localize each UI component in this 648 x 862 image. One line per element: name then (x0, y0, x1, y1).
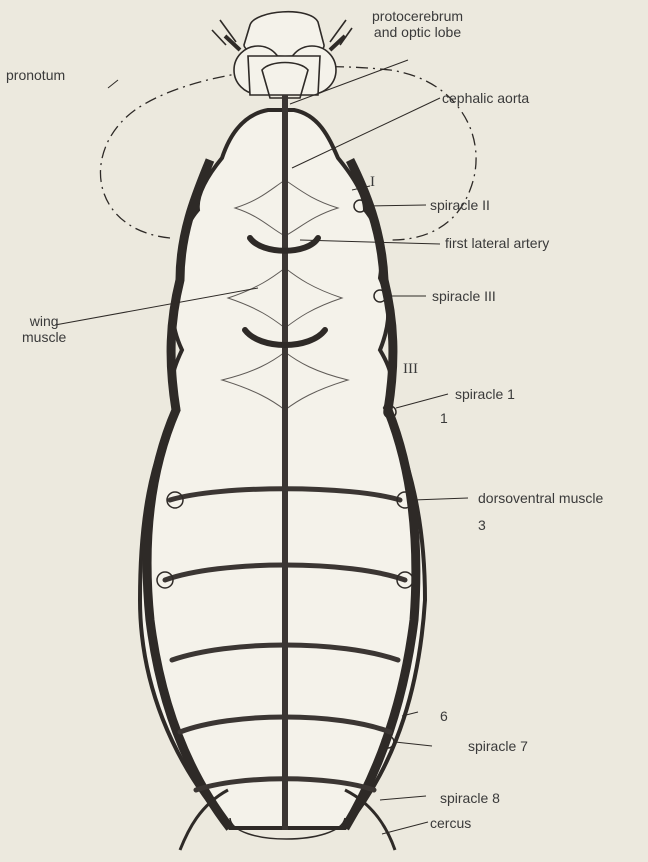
dorsoventral-muscle-label: dorsoventral muscle (478, 490, 603, 506)
spiracle-ii-label: spiracle II (430, 197, 490, 213)
wing-muscle-label-line-2: muscle (22, 329, 66, 345)
roman-i-label: I (370, 174, 375, 190)
cercus-label: cercus (430, 815, 471, 831)
protocerebrum-label-line-1: protocerebrum (372, 8, 463, 24)
protocerebrum-label-line-2: and optic lobe (372, 24, 463, 40)
segment-1-label: 1 (440, 410, 448, 426)
roman-iii-label: III (403, 361, 418, 377)
spiracle-1-label: spiracle 1 (455, 386, 515, 402)
pronotum-label: pronotum (6, 67, 65, 83)
spiracle-8-label: spiracle 8 (440, 790, 500, 806)
head (212, 12, 352, 98)
protocerebrum-label: protocerebrum and optic lobe (372, 8, 463, 40)
segment-3-label: 3 (478, 517, 486, 533)
segment-6-label: 6 (440, 708, 448, 724)
wing-muscle-label-line-1: wing (22, 313, 66, 329)
wing-muscle-label: wing muscle (22, 313, 66, 345)
cephalic-aorta-label: cephalic aorta (442, 90, 529, 106)
spiracle-7-label: spiracle 7 (468, 738, 528, 754)
first-lateral-artery-label: first lateral artery (445, 235, 549, 251)
spiracle-iii-label: spiracle III (432, 288, 496, 304)
